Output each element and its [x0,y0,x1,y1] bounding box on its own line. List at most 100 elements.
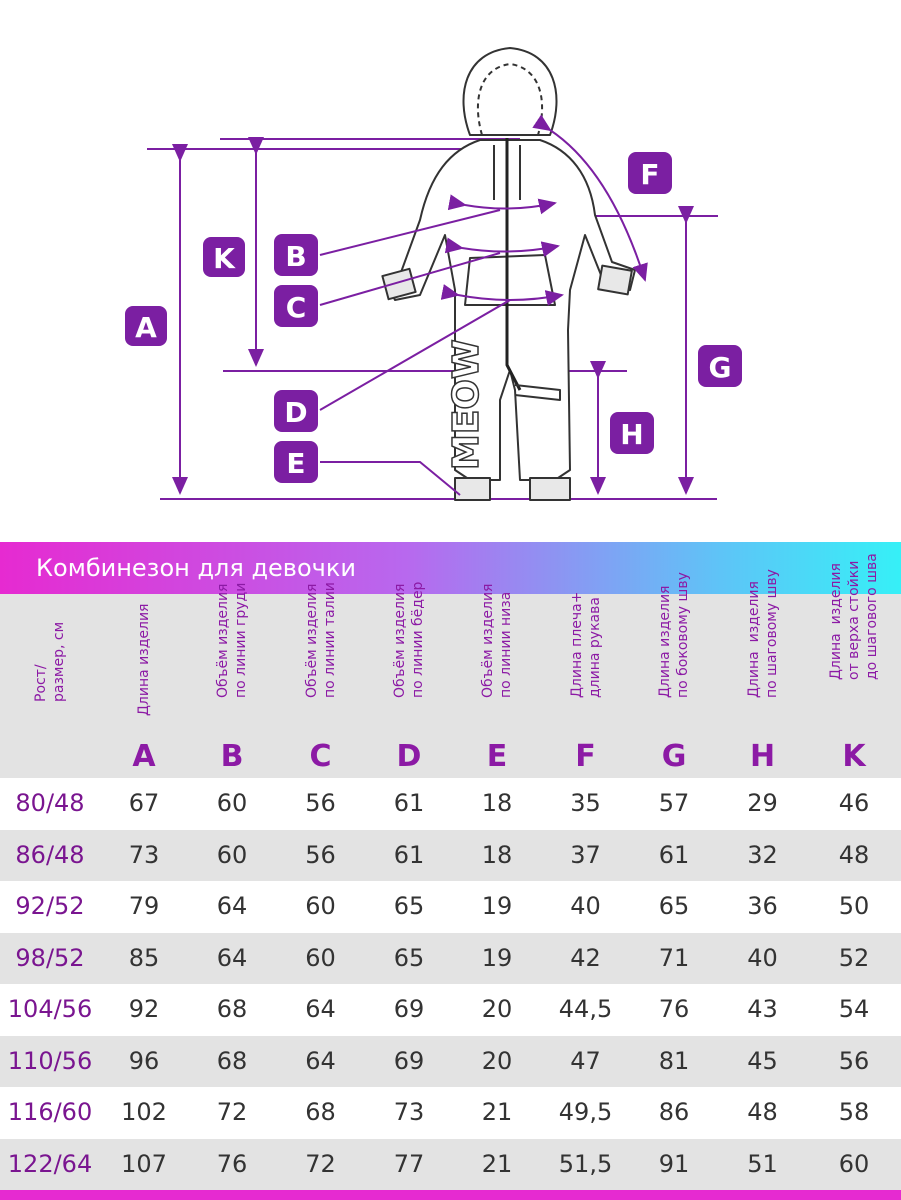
label-h: H [610,412,654,454]
value-cell: 68 [216,1046,248,1075]
table-title: Комбинезон для девочки [36,554,356,582]
label-k: K [203,237,245,277]
value-cell: 51 [747,1149,778,1178]
value-cell: 64 [216,892,248,920]
value-cell: 20 [481,995,513,1023]
header-label: Объём изделия по линии низа [480,583,514,698]
size-cell: 116/60 [7,1098,93,1126]
header-cell: Длина изделия от верха стойки до шаговог… [807,553,901,778]
header-letter: K [842,739,866,774]
value-cell: 61 [658,840,690,869]
label-d: D [274,390,318,432]
bottom-accent-bar [0,1190,901,1200]
value-cell: 51,5 [558,1149,613,1178]
header-label: Длина изделия [136,603,152,716]
value-cell: 64 [305,995,336,1023]
value-cell: 60 [305,943,336,972]
svg-text:F: F [640,158,659,191]
svg-text:B: B [285,240,306,273]
value-cell: 69 [393,995,425,1023]
svg-text:G: G [709,351,732,384]
value-cell: 58 [838,1098,870,1126]
value-cell: 65 [393,943,425,972]
value-cell: 20 [481,1046,513,1075]
value-cell: 52 [838,943,870,972]
value-cell: 77 [393,1149,425,1178]
size-cell: 86/48 [15,840,85,869]
value-cell: 60 [305,892,336,920]
value-cell: 73 [393,1098,425,1126]
value-cell: 64 [216,943,248,972]
value-cell: 18 [481,789,513,817]
value-cell: 81 [658,1046,690,1075]
header-label: Длина изделия по шаговому шву [745,569,780,698]
value-cell: 37 [570,840,601,869]
value-cell: 42 [570,943,601,972]
value-cell: 48 [747,1098,778,1126]
header-letter: F [575,739,596,774]
value-cell: 96 [128,1046,160,1075]
header-label: Объём изделия по линии бёдер [392,581,426,698]
header-label: Объём изделия по линии талии [303,582,338,698]
size-cell: 110/56 [7,1046,93,1075]
header-label: Объём изделия по линии груди [215,582,249,698]
value-cell: 43 [747,995,778,1023]
value-cell: 47 [570,1046,601,1075]
value-cell: 50 [838,892,870,920]
svg-text:A: A [135,311,157,344]
value-cell: 68 [216,995,248,1023]
size-cell: 92/52 [15,892,85,920]
value-cell: 86 [658,1098,690,1126]
header-cell: Рост/ размер, см [0,594,100,778]
value-cell: 67 [128,789,160,817]
value-cell: 21 [481,1149,513,1178]
value-cell: 57 [658,789,690,817]
header-letter: C [309,739,332,774]
label-g: G [698,345,742,387]
value-cell: 107 [121,1149,167,1178]
value-cell: 72 [305,1149,336,1178]
meow-print: MEOW [446,339,487,470]
table-title-bar: Комбинезон для девочки [0,542,901,594]
value-cell: 61 [393,840,425,869]
label-e: E [274,441,318,483]
value-cell: 68 [305,1098,336,1126]
value-cell: 45 [747,1046,778,1075]
size-cell: 122/64 [7,1149,93,1178]
header-label: Длина изделия от верха стойки до шаговог… [828,553,880,680]
garment-diagram: MEOW A K B C D E F G [0,0,901,540]
value-cell: 18 [481,840,513,869]
value-cell: 85 [128,943,160,972]
label-f: F [628,152,672,194]
size-cell: 80/48 [15,789,85,817]
value-cell: 40 [747,943,778,972]
value-cell: 56 [305,840,336,869]
value-cell: 91 [658,1149,690,1178]
value-cell: 56 [305,789,336,817]
value-cell: 36 [747,892,778,920]
value-cell: 32 [747,840,778,869]
value-cell: 92 [128,995,160,1023]
header-letter: A [132,739,156,774]
header-letter: B [220,739,244,774]
header-label: Длина изделия по боковому шву [657,572,691,698]
value-cell: 44,5 [558,995,613,1023]
label-a: A [125,306,167,346]
svg-text:K: K [213,242,236,275]
value-cell: 19 [481,892,513,920]
label-c: C [274,285,318,327]
value-cell: 76 [216,1149,248,1178]
value-cell: 71 [658,943,690,972]
header-label: Рост/ размер, см [33,621,67,702]
value-cell: 73 [128,840,160,869]
